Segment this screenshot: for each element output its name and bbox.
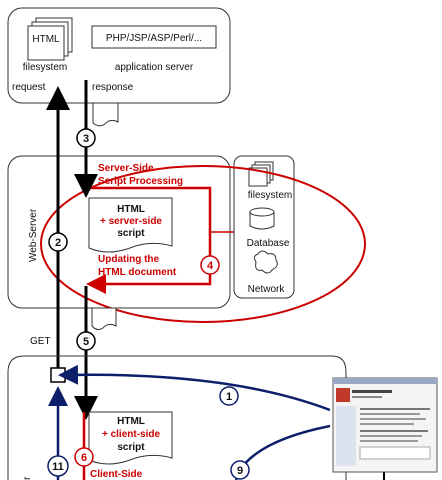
- client-box: [7, 355, 347, 480]
- step-6-label: 6: [81, 452, 87, 464]
- browser-screenshot: [332, 377, 438, 473]
- step-11-circle: 11: [47, 455, 69, 477]
- client-doc-line1: HTML: [117, 416, 145, 427]
- server-doc-line2: + server-side: [100, 216, 162, 227]
- step-3-label: 3: [83, 133, 89, 145]
- step-1-circle: 1: [219, 386, 239, 406]
- database-icon: [249, 207, 275, 230]
- step-4-circle: 4: [200, 255, 220, 275]
- client-vertical-label-fragment: r: [22, 476, 33, 480]
- step-9-circle: 9: [230, 460, 250, 480]
- step-9-label: 9: [237, 465, 243, 477]
- server-doc-line2-text: + server-side: [100, 216, 162, 227]
- request-label: request: [12, 82, 46, 93]
- resource-filesystem: filesystem: [248, 190, 292, 201]
- step-5-circle: 5: [76, 331, 96, 351]
- update-title-1: Updating the: [98, 254, 160, 265]
- step-2-circle: 2: [48, 232, 68, 252]
- step-11-label: 11: [52, 461, 64, 473]
- server-tech-box: [91, 25, 217, 49]
- filesystem-icon: [248, 161, 274, 187]
- server-tech-label: PHP/JSP/ASP/Perl/...: [106, 33, 202, 44]
- app-server-box: [7, 7, 231, 104]
- ssp-title-2: Script Processing: [98, 176, 183, 187]
- csp-title: Client-Side: [90, 469, 143, 480]
- server-doc: [88, 197, 173, 253]
- html-label: HTML: [32, 34, 60, 45]
- client-doc-line2-text: + client-side: [102, 429, 161, 440]
- client-doc: [88, 411, 173, 465]
- resources-box: [233, 155, 295, 299]
- update-title-2: HTML document: [98, 267, 177, 278]
- step-5-label: 5: [83, 336, 89, 348]
- step-2-label: 2: [55, 237, 61, 249]
- app-server-label: application server: [115, 62, 194, 73]
- delivered-doc-icon: [91, 307, 117, 331]
- network-icon: [253, 250, 278, 274]
- client-doc-line2: + client-side: [102, 429, 161, 440]
- html-files-icon: [27, 17, 73, 61]
- filesystem-label-top: filesystem: [23, 62, 67, 73]
- response-doc-icon: [92, 102, 119, 127]
- server-side-ellipse: [40, 165, 366, 323]
- client-update-arrow: [234, 424, 331, 480]
- browser-port: [50, 367, 66, 383]
- step-6-circle: 6: [74, 447, 94, 467]
- get-label: GET: [30, 336, 51, 347]
- server-doc-line1: HTML: [117, 204, 145, 215]
- response-label: response: [92, 82, 134, 93]
- ssp-title-1: Server-Side: [98, 163, 154, 174]
- step-1-label: 1: [226, 391, 232, 403]
- resource-database: Database: [247, 238, 290, 249]
- resource-network: Network: [248, 284, 286, 295]
- server-processing-arrow: [86, 186, 212, 294]
- step-4-label: 4: [207, 260, 214, 272]
- client-doc-line3: script: [117, 442, 145, 453]
- step-3-circle: 3: [76, 128, 96, 148]
- server-doc-line3: script: [117, 228, 145, 239]
- user-request-arrow: [58, 364, 331, 412]
- web-server-vertical-label: Web-Server: [28, 208, 39, 262]
